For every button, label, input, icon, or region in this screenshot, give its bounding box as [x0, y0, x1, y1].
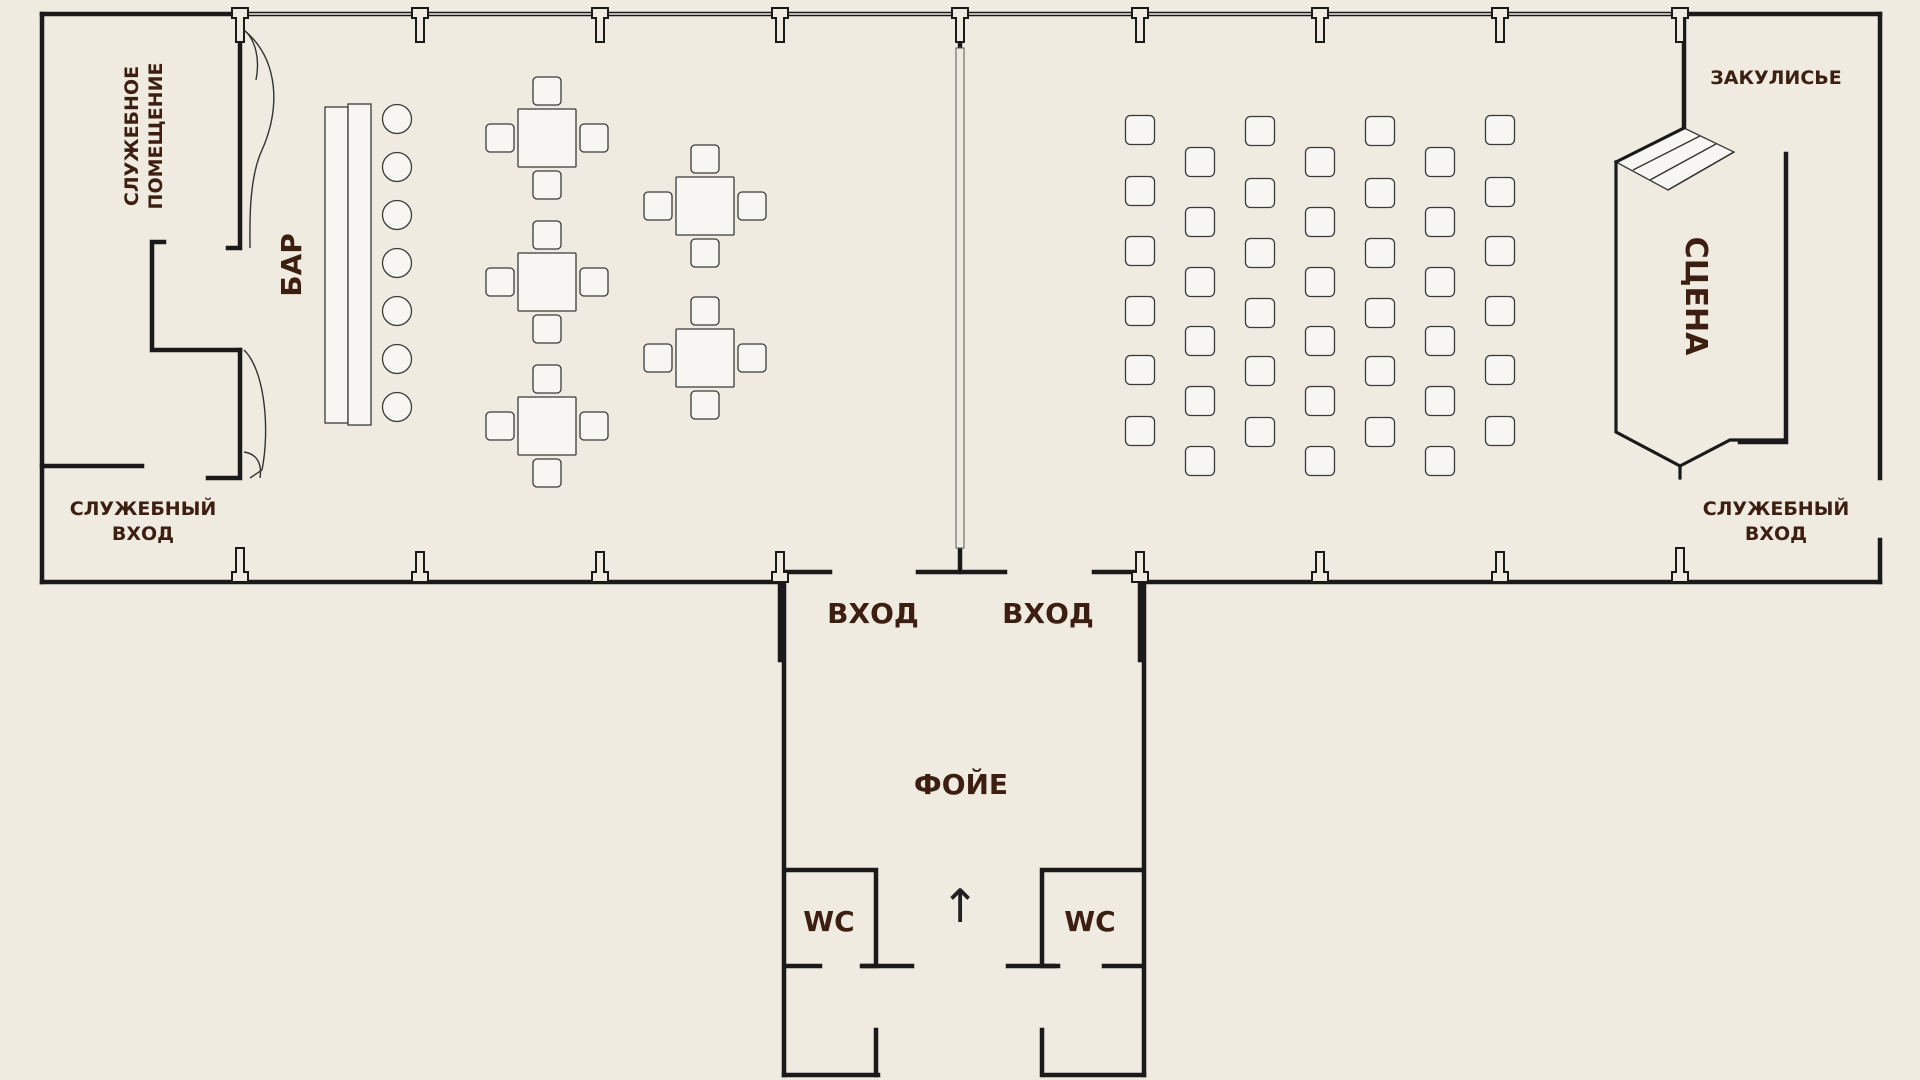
- service-room-wall-lower: [205, 347, 243, 481]
- cafe-chair: [485, 411, 515, 441]
- audience-chair: [1484, 235, 1516, 267]
- audience-chair: [1424, 146, 1456, 178]
- entrance-left-label: ВХОД: [827, 597, 919, 630]
- audience-chair: [1424, 385, 1456, 417]
- audience-chair: [1304, 146, 1336, 178]
- audience-chair: [1304, 266, 1336, 298]
- cafe-table: [675, 176, 735, 236]
- stage: [1613, 125, 1788, 480]
- cafe-chair: [690, 390, 720, 420]
- cafe-tables: [485, 76, 767, 488]
- audience-chair: [1364, 237, 1396, 269]
- audience-chair: [1184, 325, 1216, 357]
- audience-chair: [1244, 297, 1276, 329]
- service-room-notch: [149, 239, 243, 353]
- audience-chair: [1424, 325, 1456, 357]
- audience-chair: [1364, 355, 1396, 387]
- audience-chair: [1424, 266, 1456, 298]
- service-entrance-left-line2: ВХОД: [112, 523, 174, 545]
- cafe-chair: [643, 191, 673, 221]
- service-entrance-right-line1: СЛУЖЕБНЫЙ: [1703, 497, 1850, 520]
- bar-label: БАР: [275, 233, 308, 297]
- audience-chair: [1124, 354, 1156, 386]
- cafe-table: [675, 328, 735, 388]
- audience-chair: [1124, 295, 1156, 327]
- audience-chair: [1304, 385, 1336, 417]
- audience-chairs: [1124, 114, 1516, 477]
- audience-chair: [1184, 445, 1216, 477]
- cafe-chair: [579, 411, 609, 441]
- cafe-chair: [485, 123, 515, 153]
- audience-chair: [1124, 114, 1156, 146]
- pilasters: [231, 7, 1689, 583]
- audience-chair: [1184, 385, 1216, 417]
- wall-bottom-right: [1137, 579, 1883, 663]
- cafe-chair: [532, 364, 562, 394]
- audience-chair: [1244, 177, 1276, 209]
- audience-chair: [1244, 237, 1276, 269]
- entrance-right-label: ВХОД: [1002, 597, 1094, 630]
- hall-divider: [955, 47, 965, 549]
- wc-right-label: WC: [1064, 905, 1115, 938]
- audience-chair: [1304, 325, 1336, 357]
- foyer-label: ФОЙЕ: [914, 767, 1008, 801]
- cafe-table: [517, 108, 577, 168]
- service-room-label-line1: СЛУЖЕБНОЕ: [121, 66, 143, 206]
- cafe-chair: [690, 144, 720, 174]
- audience-chair: [1244, 355, 1276, 387]
- audience-chair: [1184, 146, 1216, 178]
- cafe-chair: [737, 191, 767, 221]
- service-room-wall-upper: [225, 11, 243, 251]
- arrow-icon: ↑: [941, 879, 980, 933]
- curtains: [243, 29, 275, 479]
- stage-label: СЦЕНА: [1678, 237, 1713, 356]
- audience-chair: [1364, 297, 1396, 329]
- cafe-chair: [532, 314, 562, 344]
- audience-chair: [1484, 295, 1516, 327]
- cafe-chair: [737, 343, 767, 373]
- cafe-chair: [532, 220, 562, 250]
- service-entrance-left-line1: СЛУЖЕБНЫЙ: [70, 497, 217, 520]
- audience-chair: [1124, 175, 1156, 207]
- audience-chair: [1304, 445, 1336, 477]
- audience-chair: [1424, 445, 1456, 477]
- audience-chair: [1364, 115, 1396, 147]
- backstage-label: ЗАКУЛИСЬЕ: [1710, 67, 1841, 89]
- cafe-chair: [532, 76, 562, 106]
- audience-chair: [1124, 235, 1156, 267]
- audience-chair: [1424, 206, 1456, 238]
- audience-chair: [1244, 416, 1276, 448]
- audience-chair: [1244, 115, 1276, 147]
- audience-chair: [1364, 416, 1396, 448]
- audience-chair: [1304, 206, 1336, 238]
- audience-chair: [1364, 177, 1396, 209]
- wc-left-label: WC: [803, 905, 854, 938]
- cafe-table: [517, 396, 577, 456]
- cafe-chair: [690, 238, 720, 268]
- cafe-chair: [485, 267, 515, 297]
- audience-chair: [1124, 415, 1156, 447]
- audience-chair: [1484, 415, 1516, 447]
- cafe-chair: [579, 267, 609, 297]
- audience-chair: [1484, 176, 1516, 208]
- audience-chair: [1484, 354, 1516, 386]
- cafe-chair: [579, 123, 609, 153]
- cafe-chair: [643, 343, 673, 373]
- bar-stools: [381, 103, 413, 423]
- cafe-chair: [532, 458, 562, 488]
- audience-chair: [1484, 114, 1516, 146]
- bar-counter: [324, 103, 372, 426]
- wall-bottom-left: [39, 579, 783, 663]
- service-room-label-line2: ПОМЕЩЕНИЕ: [145, 63, 167, 210]
- cafe-table: [517, 252, 577, 312]
- backstage-wall-right: [1737, 151, 1789, 445]
- audience-chair: [1184, 266, 1216, 298]
- cafe-chair: [532, 170, 562, 200]
- cafe-chair: [690, 296, 720, 326]
- audience-chair: [1184, 206, 1216, 238]
- service-entrance-right-line2: ВХОД: [1745, 523, 1807, 545]
